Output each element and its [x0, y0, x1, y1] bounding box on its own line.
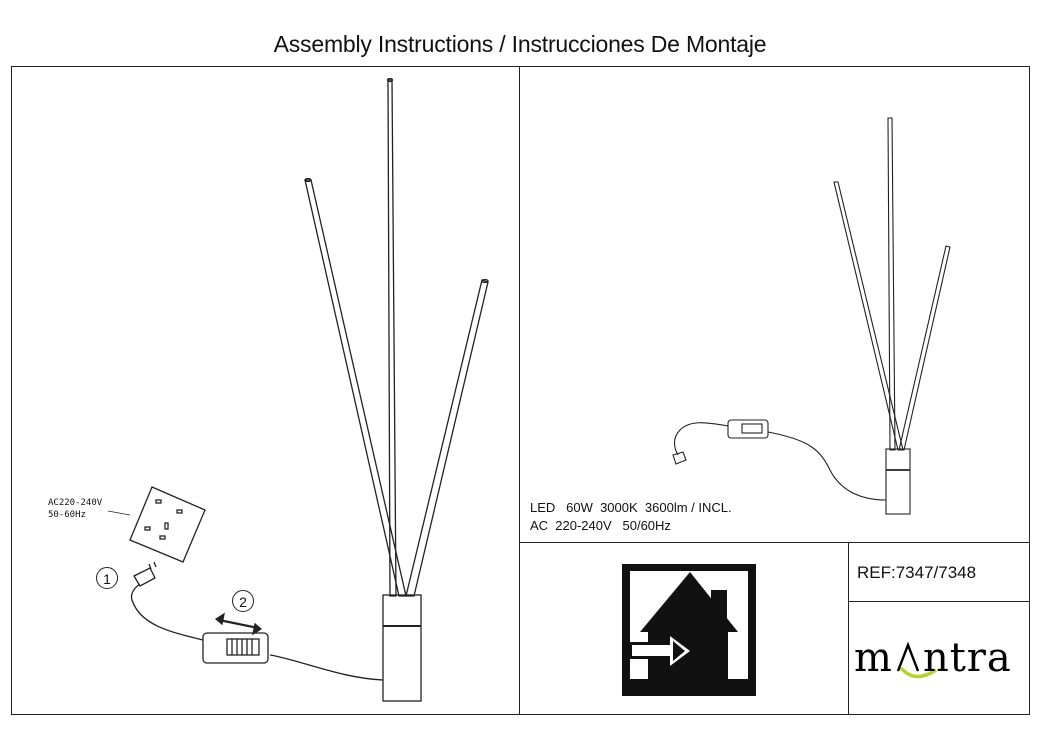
power-specification: AC 220-240V 50/60Hz: [530, 518, 671, 533]
reference-number: REF:7347/7348: [857, 563, 977, 582]
outlet-frequency-label: 50-60Hz: [48, 510, 86, 520]
instruction-sheet-frame: [11, 66, 1030, 715]
lamp-rod-center-small: [887, 117, 896, 451]
outlet-voltage-label: AC220-240V: [48, 498, 103, 508]
panel-divider-horizontal: [519, 542, 1030, 543]
led-driver-small: [727, 419, 769, 439]
document-title: Assembly Instructions / Instrucciones De…: [273, 31, 767, 57]
lamp-rod-right: [405, 279, 489, 597]
lamp-base: [382, 594, 422, 702]
lamp-rod-right-small: [898, 245, 951, 451]
brand-logo-prefix: m: [854, 635, 893, 681]
step-2-marker: 2: [232, 590, 254, 612]
info-divider-ref: [848, 601, 1030, 602]
led-driver: [202, 632, 269, 664]
led-specification: LED 60W 3000K 3600lm / INCL.: [530, 500, 732, 515]
lamp-base-small: [885, 448, 911, 515]
lamp-rod-center: [387, 79, 397, 597]
indoor-use-house-icon: [622, 564, 756, 696]
double-arrow-icon: [218, 618, 259, 630]
power-cable-small: [767, 431, 887, 501]
step-1-marker: 1: [96, 567, 118, 589]
brand-smile-mark: [899, 666, 937, 679]
panel-divider-vertical: [519, 66, 520, 715]
power-cable: [269, 654, 384, 681]
plug-icon: [133, 567, 156, 587]
lamp-rod-left: [304, 179, 407, 597]
info-divider-vertical: [848, 542, 849, 715]
plug-icon-small: [672, 451, 687, 465]
brand-logo-a-mark: [893, 627, 923, 681]
brand-logo-suffix: ntra: [922, 635, 1012, 681]
